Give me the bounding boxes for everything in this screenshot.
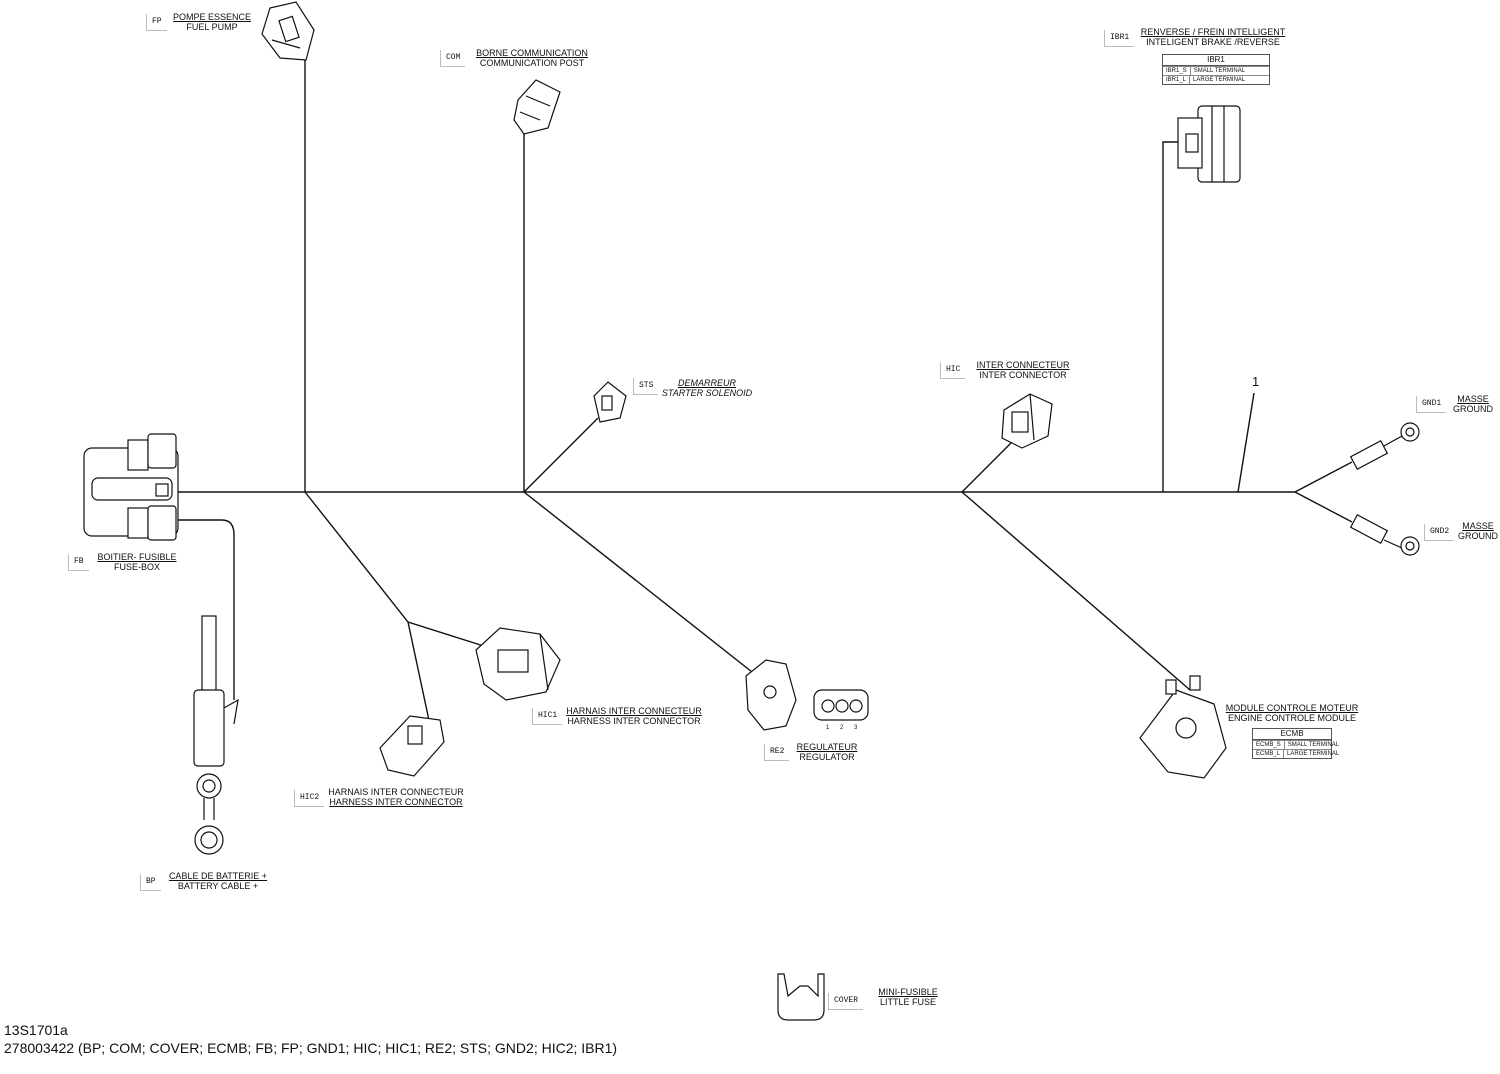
pin-label: 1 [826, 725, 830, 731]
hic2-label: HARNAIS INTER CONNECTEUR HARNESS INTER C… [328, 787, 464, 807]
fp-label-fr: POMPE ESSENCE [172, 12, 252, 22]
hic1-label-fr: HARNAIS INTER CONNECTEUR [566, 706, 702, 716]
gnd2-label-fr: MASSE [1462, 521, 1494, 531]
inter-connector [1001, 393, 1053, 449]
com-label-fr: BORNE COMMUNICATION [476, 48, 588, 58]
gnd1-label-en: GROUND [1453, 404, 1493, 414]
hic2-code: HIC2 [294, 790, 325, 807]
regulator-pin-numbers: 1 2 3 [826, 725, 858, 731]
ibr1-label-fr: RENVERSE / FREIN INTELLIGENT [1140, 27, 1286, 37]
gnd1-label-fr: MASSE [1457, 394, 1489, 404]
ground-terminals [1349, 422, 1420, 556]
table-row: ECMB_L LARGE TERMINAL [1253, 749, 1339, 758]
table-cell: IBR1_L [1166, 77, 1187, 83]
bp-code: BP [140, 874, 161, 891]
intelligent-brake-connector [1177, 105, 1241, 183]
fuel-pump-connector [261, 1, 315, 61]
sts-code: STS [633, 378, 659, 395]
com-label-en: COMMUNICATION POST [479, 58, 585, 68]
pin-label: 3 [854, 725, 858, 731]
hic1-label-en: HARNESS INTER CONNECTOR [567, 716, 701, 726]
table-cell: IBR1_S [1166, 68, 1187, 74]
cover-label: MINI-FUSIBLE LITTLE FUSE [868, 987, 948, 1007]
fp-label-en: FUEL PUMP [186, 22, 238, 32]
fuse-box-connector [83, 433, 179, 541]
sts-label-en: STARTER SOLENOID [661, 388, 753, 398]
com-code: COM [440, 50, 466, 67]
ecmb-table-title: ECMB [1253, 729, 1331, 740]
ecmb-label: MODULE CONTROLE MOTEUR ENGINE CONTROLE M… [1224, 703, 1360, 723]
harness-wires [178, 40, 1353, 726]
table-cell: ECMB_L [1256, 751, 1281, 757]
ibr1-label-en: INTELIGENT BRAKE /REVERSE [1146, 37, 1280, 47]
com-label: BORNE COMMUNICATION COMMUNICATION POST [470, 48, 594, 68]
mini-fuse-cover [777, 973, 825, 1021]
drawing-id: 13S1701a [4, 1022, 68, 1038]
fb-label-en: FUSE-BOX [113, 562, 160, 572]
hic-code: HIC [940, 362, 966, 379]
ecmb-label-fr: MODULE CONTROLE MOTEUR [1225, 703, 1359, 713]
ecmb-label-en: ENGINE CONTROLE MODULE [1227, 713, 1357, 723]
hic-label: INTER CONNECTEUR INTER CONNECTOR [970, 360, 1076, 380]
table-cell: LARGE TERMINAL [1283, 750, 1342, 758]
part-number-line: 278003422 (BP; COM; COVER; ECMB; FB; FP;… [4, 1040, 618, 1056]
table-cell: SMALL TERMINAL [1283, 741, 1342, 749]
cover-code: COVER [828, 993, 864, 1010]
gnd2-label: MASSE GROUND [1456, 521, 1500, 541]
re2-label-en: REGULATOR [799, 752, 855, 762]
reference-number: 1 [1252, 374, 1260, 389]
battery-cable [193, 615, 239, 855]
ecmb-terminal-table: ECMB ECMB_S SMALL TERMINAL ECMB_L LARGE … [1252, 728, 1339, 759]
fb-label-fr: BOITIER- FUSIBLE [97, 552, 177, 562]
hic-label-fr: INTER CONNECTEUR [976, 360, 1070, 370]
cover-label-fr: MINI-FUSIBLE [878, 987, 938, 997]
pin-label: 2 [840, 725, 844, 731]
engine-control-module-connector [1139, 675, 1227, 779]
hic1-code: HIC1 [532, 708, 563, 725]
cover-label-en: LITTLE FUSE [879, 997, 936, 1007]
hic2-label-fr: HARNAIS INTER CONNECTEUR [328, 787, 464, 797]
re2-label: REGULATEUR REGULATOR [794, 742, 860, 762]
fb-label: BOITIER- FUSIBLE FUSE-BOX [92, 552, 182, 572]
gnd2-label-en: GROUND [1458, 531, 1498, 541]
bp-label: CABLE DE BATTERIE + BATTERY CABLE + [166, 871, 270, 891]
table-row: IBR1_L LARGE TERMINAL [1163, 75, 1269, 84]
hic-label-en: INTER CONNECTOR [979, 370, 1067, 380]
ibr1-table-title: IBR1 [1163, 55, 1269, 66]
bp-label-en: BATTERY CABLE + [177, 881, 259, 891]
table-cell: ECMB_S [1256, 742, 1281, 748]
regulator-connector [745, 659, 869, 731]
gnd1-code: GND1 [1416, 396, 1447, 413]
starter-solenoid-connector [593, 381, 627, 423]
gnd1-label: MASSE GROUND [1448, 394, 1498, 414]
table-cell: LARGE TERMINAL [1189, 76, 1269, 84]
table-cell: SMALL TERMINAL [1189, 67, 1269, 75]
sts-label-fr: DEMARREUR [677, 378, 736, 388]
communication-post-connector [513, 79, 561, 135]
ibr1-code: IBR1 [1104, 30, 1135, 47]
hic2-label-en: HARNESS INTER CONNECTOR [329, 797, 463, 807]
harness-inter-connector-2 [379, 715, 445, 777]
gnd2-code: GND2 [1424, 524, 1455, 541]
table-row: ECMB_S SMALL TERMINAL [1253, 740, 1339, 749]
hic1-label: HARNAIS INTER CONNECTEUR HARNESS INTER C… [566, 706, 702, 726]
table-row: IBR1_S SMALL TERMINAL [1163, 66, 1269, 75]
bp-label-fr: CABLE DE BATTERIE + [168, 871, 268, 881]
ibr1-label: RENVERSE / FREIN INTELLIGENT INTELIGENT … [1138, 27, 1288, 47]
re2-code: RE2 [764, 744, 790, 761]
ibr1-terminal-table: IBR1 IBR1_S SMALL TERMINAL IBR1_L LARGE … [1162, 54, 1270, 85]
fp-label: POMPE ESSENCE FUEL PUMP [170, 12, 254, 32]
fb-code: FB [68, 554, 89, 571]
re2-label-fr: REGULATEUR [796, 742, 858, 752]
fp-code: FP [146, 14, 167, 31]
sts-label: DEMARREUR STARTER SOLENOID [660, 378, 754, 398]
harness-inter-connector-1 [475, 627, 561, 701]
